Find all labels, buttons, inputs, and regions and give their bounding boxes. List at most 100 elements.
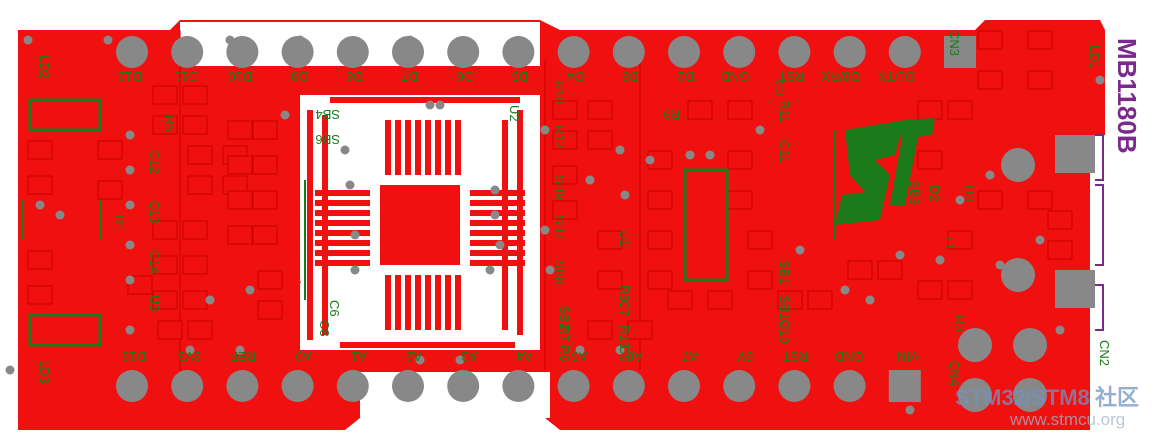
smd-pad (152, 220, 178, 240)
via (125, 240, 135, 250)
smd-pad (182, 255, 208, 275)
via (485, 265, 495, 275)
component-designator: C6 (327, 300, 342, 317)
board-edge-outline (1095, 134, 1104, 331)
via (755, 125, 765, 135)
top-header-square-pad (944, 36, 976, 68)
smd-pad (597, 270, 623, 290)
watermark: STM32 /STM8 社区 www.stmcu.org (955, 385, 1139, 429)
component-designator: U2 (507, 105, 522, 122)
top-pin-label: D3 (622, 69, 639, 84)
top-header-pad (116, 36, 148, 68)
smd-pad (977, 190, 1003, 210)
via (905, 405, 915, 415)
top-pin-label: D8 (346, 69, 363, 84)
component-designator: D3 (962, 185, 977, 202)
component-designator: R6 (557, 345, 572, 362)
watermark-community: 社区 (1095, 385, 1139, 410)
top-header-pad (557, 36, 590, 68)
via (645, 155, 655, 165)
component-designator: CN4 (947, 360, 962, 386)
via (955, 195, 965, 205)
smd-pad (807, 290, 833, 310)
via (425, 100, 435, 110)
via (125, 275, 135, 285)
smd-pad (182, 220, 208, 240)
top-header-pad (723, 36, 756, 68)
smd-pad (182, 290, 208, 310)
top-header-pad (888, 36, 921, 68)
trace-outlines (179, 30, 641, 370)
top-header-pad (668, 36, 700, 68)
top-pin-label: D2 (677, 69, 694, 84)
smd-pad (257, 300, 283, 320)
vias (5, 35, 1105, 415)
via (35, 200, 45, 210)
bottom-header-square-pad (888, 370, 921, 402)
top-header-pad (336, 36, 369, 68)
smd-pad (152, 290, 178, 310)
watermark-stm32: STM32 (955, 385, 1026, 410)
component-designator: C11 (777, 140, 792, 163)
smd-pad (252, 120, 278, 140)
smd-pad (552, 130, 578, 150)
component-designator: C10 (777, 320, 792, 344)
smd-pad (647, 190, 673, 210)
component-labels: LD2LD3LD1R5C12C13C14U3B1SB4SB6U2R10R12SB… (37, 30, 1112, 386)
via (415, 355, 425, 365)
via (545, 265, 555, 275)
bottom-pin-label: 3V3 (178, 349, 201, 364)
smd-pad (187, 320, 213, 340)
component-designator: CN3 (947, 30, 962, 56)
component-designator: SB8 (552, 260, 567, 285)
via (585, 175, 595, 185)
via (1095, 75, 1105, 85)
top-pin-label: GND (720, 69, 749, 84)
top-pin-label: D9 (291, 69, 308, 84)
via (205, 295, 215, 305)
via (935, 255, 945, 265)
bottom-header-pad (226, 370, 259, 402)
via (495, 240, 505, 250)
smd-pad (27, 250, 53, 270)
smd-pad (667, 290, 693, 310)
component-designator: R7 (557, 325, 572, 342)
component-designator: LD2 (37, 55, 52, 79)
smd-pad (552, 200, 578, 220)
top-pin-label: D1/TX (878, 69, 915, 84)
component-designator: SB2 (557, 305, 572, 330)
via (1035, 235, 1045, 245)
component-designator: C3 (772, 80, 787, 97)
mcu-u2-pad (380, 185, 460, 265)
silkscreen-lines (21, 130, 836, 300)
smd-pad (917, 100, 943, 120)
smd-pad (917, 150, 943, 170)
component-designator: C13 (147, 200, 162, 224)
via (1055, 325, 1065, 335)
smd-pad (1027, 190, 1053, 210)
via (435, 100, 445, 110)
top-header-pad (612, 36, 645, 68)
via (540, 125, 550, 135)
smd-pad (187, 145, 213, 165)
smd-pad (687, 100, 713, 120)
bottom-pin-label: A1 (351, 349, 367, 364)
top-pin-label: D12 (118, 69, 142, 84)
smd-pad (947, 280, 973, 300)
bottom-pin-label: A0 (296, 349, 312, 364)
smd-pad (917, 280, 943, 300)
component-designator: T1 (942, 235, 957, 250)
bottom-header-pad (392, 370, 424, 402)
via (985, 170, 995, 180)
bottom-header-pad (778, 370, 811, 402)
top-header-pad (226, 36, 259, 68)
smd-pad (152, 115, 178, 135)
via (350, 230, 360, 240)
smd-pad (777, 290, 803, 310)
bottom-header-pad (502, 370, 535, 402)
bottom-header-pad (336, 370, 369, 402)
bottom-pin-label: A5 (572, 349, 588, 364)
component-designator: SB6 (315, 132, 340, 147)
bottom-pin-label: A3 (461, 349, 477, 364)
